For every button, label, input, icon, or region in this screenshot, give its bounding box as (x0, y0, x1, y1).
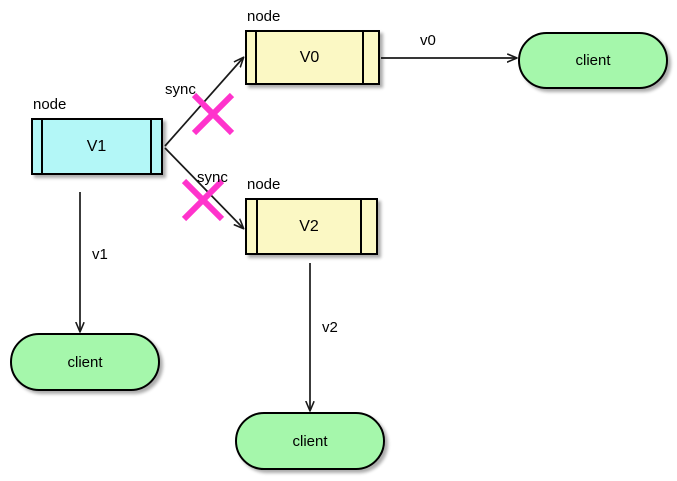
node-v2-box[interactable]: V2 (245, 198, 378, 255)
node-v1-caption: node (33, 96, 67, 113)
client-v2-label: client (292, 432, 328, 450)
node-v1-segment-left (33, 120, 43, 173)
node-v0-label: V0 (299, 48, 320, 66)
edge-label-sync-lower: sync (197, 169, 228, 186)
node-v0-segment-right (364, 32, 378, 83)
node-v1[interactable]: node V1 (31, 97, 163, 175)
client-v0-label: client (575, 52, 611, 69)
node-v2-segment-right (362, 200, 376, 253)
node-v0-box[interactable]: V0 (245, 30, 380, 85)
node-v2[interactable]: node V2 (245, 177, 378, 255)
node-v1-segment-right (152, 120, 161, 173)
arrow-v1-to-v2 (164, 147, 243, 228)
node-v2-label: V2 (299, 217, 319, 235)
client-v0[interactable]: client (518, 32, 668, 89)
node-v0-caption: node (247, 8, 281, 25)
node-v0-segment-main: V0 (257, 32, 364, 83)
client-v1-label: client (67, 353, 103, 371)
node-v1-segment-main: V1 (43, 120, 152, 173)
node-v2-segment-main: V2 (258, 200, 362, 253)
client-v2[interactable]: client (235, 412, 385, 470)
node-v2-caption: node (247, 176, 281, 193)
node-v2-segment-left (247, 200, 258, 253)
arrow-v1-to-v0 (164, 58, 243, 147)
edge-label-v1: v1 (92, 246, 108, 263)
broken-sync-cross-icon-upper (191, 92, 235, 136)
edge-label-v2: v2 (322, 319, 338, 336)
broken-sync-cross-icon-lower (181, 178, 225, 222)
edge-label-v0: v0 (420, 32, 436, 49)
client-v1[interactable]: client (10, 333, 160, 391)
node-v1-label: V1 (86, 137, 107, 155)
node-v0[interactable]: node V0 (245, 9, 380, 85)
edge-label-sync-upper: sync (165, 81, 196, 98)
node-v1-box[interactable]: V1 (31, 118, 163, 175)
node-v0-segment-left (247, 32, 257, 83)
